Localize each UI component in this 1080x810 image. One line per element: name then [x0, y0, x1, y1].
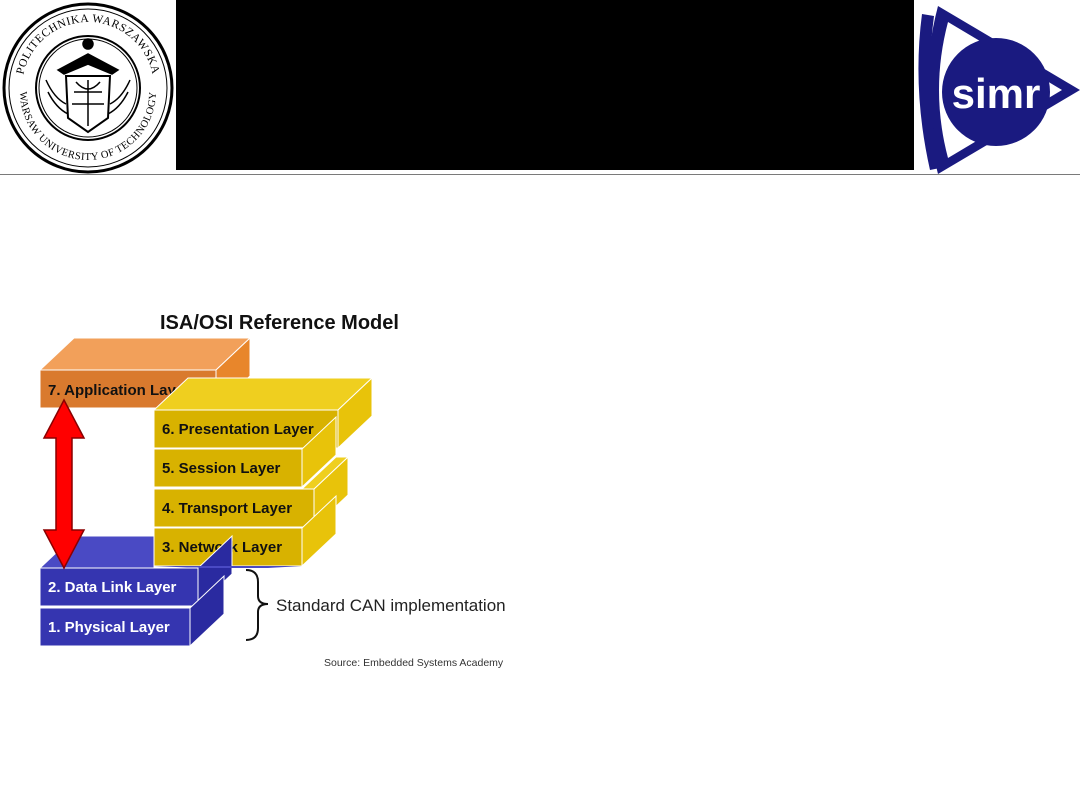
layer-datalink: 2. Data Link Layer — [38, 534, 302, 608]
layer-session: 5. Session Layer — [153, 415, 337, 489]
layer-physical-label: 1. Physical Layer — [48, 619, 170, 636]
simr-logo-icon: simr — [918, 6, 1080, 174]
seal-emblem — [45, 38, 131, 134]
double-arrow-icon — [42, 398, 86, 570]
diagram-title: ISA/OSI Reference Model — [160, 312, 399, 334]
header-rule — [0, 174, 1080, 175]
slide-header: POLITECHNIKA WARSZAWSKA WARSAW UNIVERSIT… — [0, 0, 1080, 180]
layer-physical: 1. Physical Layer — [39, 574, 225, 648]
source-caption: Source: Embedded Systems Academy — [324, 657, 504, 669]
curly-brace-icon — [245, 569, 269, 641]
layer-session-label: 5. Session Layer — [162, 460, 281, 477]
can-implementation-label: Standard CAN implementation — [276, 596, 506, 615]
layer-transport: 4. Transport Layer — [153, 455, 350, 529]
simr-logo-text: simr — [952, 70, 1041, 117]
layer-datalink-label: 2. Data Link Layer — [48, 579, 177, 596]
layer-transport-label: 4. Transport Layer — [162, 500, 292, 517]
layer-application-label: 7. Application Layer — [48, 382, 190, 399]
header-banner — [176, 0, 914, 170]
layer-presentation-label: 6. Presentation Layer — [162, 421, 314, 438]
university-seal-icon: POLITECHNIKA WARSZAWSKA WARSAW UNIVERSIT… — [2, 2, 174, 174]
layer-presentation: 6. Presentation Layer — [152, 376, 374, 450]
